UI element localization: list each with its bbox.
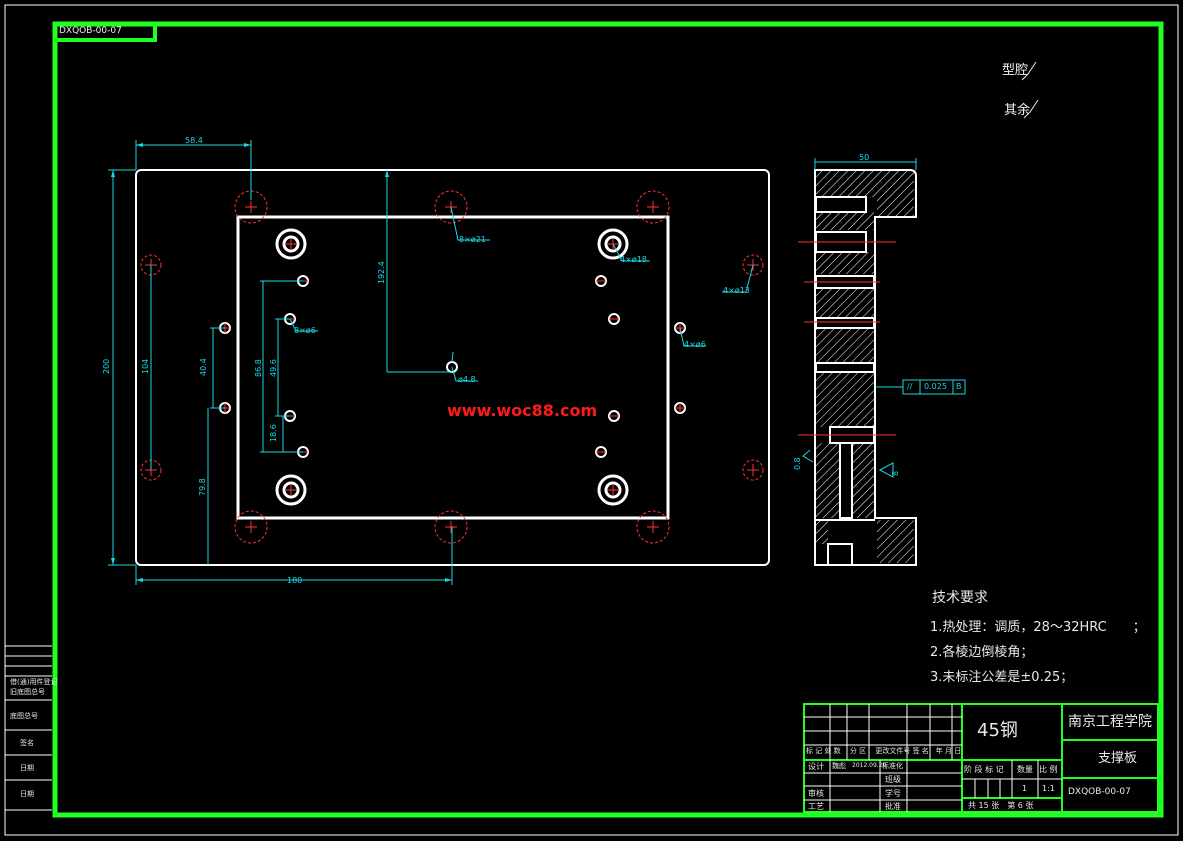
craft-label: 工艺	[808, 802, 824, 811]
side-details	[815, 196, 875, 566]
tolerance-datum: B	[956, 382, 962, 391]
scale-label: 比 例	[1039, 765, 1058, 774]
callout-8-holes-6: 8×ø6	[294, 326, 316, 335]
designer-name: 魏彪	[832, 762, 846, 770]
left-strip-r3: 底图总号	[10, 712, 38, 720]
dim-18-6: 18.6	[269, 424, 278, 442]
dim-104: 104	[141, 358, 150, 374]
watermark-text: www.woc88.com	[447, 401, 598, 420]
tolerance-value: 0.025	[924, 382, 947, 391]
title-drawing-number: DXQOB-00-07	[1068, 787, 1131, 797]
dimension-lines	[108, 140, 754, 585]
scale-value: 1:1	[1042, 784, 1055, 793]
school-label: 南京工程学院	[1068, 714, 1152, 730]
dim-0-8: 0.8	[793, 457, 802, 470]
callout-8-holes-21: 8×ø21	[459, 235, 486, 244]
drawing-number-label: DXQOB-00-07	[59, 26, 122, 36]
outer-border	[4, 4, 1179, 836]
dim-49-6: 49.6	[269, 359, 278, 377]
approve-label: 批准	[885, 802, 901, 811]
side-dimensions	[802, 158, 966, 478]
dim-86-8: 86.8	[254, 359, 263, 377]
sheet-count: 共 15 张 第 6 张	[968, 801, 1034, 810]
dim-58-4: 58.4	[185, 136, 203, 145]
quantity-label: 数量	[1017, 765, 1033, 774]
left-strip-r4: 签名	[20, 739, 34, 747]
tolerance-symbol: //	[907, 382, 913, 391]
hidden-holes	[140, 190, 764, 544]
material-label: 45钢	[977, 720, 1018, 741]
standardization-label: 标准化	[882, 762, 903, 770]
dim-192-4: 192.4	[377, 261, 386, 284]
design-label: 设计	[808, 762, 824, 771]
student-number-label: 学号	[885, 789, 901, 798]
counterbore-holes	[275, 228, 629, 506]
callout-4-holes-18: 4×ø18	[620, 255, 647, 264]
dim-50: 50	[859, 153, 870, 162]
dim-40-4: 40.4	[199, 358, 208, 376]
roughness-cavity-label: 型腔	[1002, 63, 1029, 78]
part-name-label: 支撑板	[1098, 751, 1138, 766]
tech-line-2: 2.各棱边倒棱角；	[930, 645, 1034, 660]
side-outline	[814, 169, 917, 566]
design-date: 2012.09.20	[852, 762, 887, 769]
revision-header-row: 标 记 处 数 分 区 更改文件号 签 名 年 月 日	[806, 747, 962, 755]
tech-line-3: 3.未标注公差是±0.25；	[930, 670, 1074, 685]
left-strip-r2: 旧底图总号	[10, 688, 45, 696]
side-hatching	[816, 171, 914, 563]
side-centerlines	[798, 241, 896, 436]
left-strip-r1: 借(通)用件登记	[10, 678, 58, 686]
dim-8: 8	[891, 470, 900, 476]
dim-79-8: 79.8	[198, 478, 207, 496]
callout-4-holes-13: 4×ø13	[723, 286, 750, 295]
callout-hole-4-8: ø4.8	[458, 375, 476, 384]
class-label: 班级	[885, 775, 901, 784]
left-strip-table	[5, 645, 52, 811]
tech-line-1: 1.热处理：调质，28～32HRC ；	[930, 620, 1146, 635]
review-label: 审核	[808, 789, 824, 798]
title-block	[803, 703, 1159, 813]
front-view	[108, 140, 770, 585]
left-strip-r6: 日期	[20, 790, 34, 798]
arrowheads	[111, 143, 452, 582]
dim-180: 180	[287, 576, 303, 585]
drawing-frame	[52, 21, 1164, 818]
dim-200: 200	[102, 358, 111, 374]
callout-4-holes-6: 4×ø6	[684, 340, 706, 349]
side-view	[798, 158, 966, 566]
tech-title: 技术要求	[932, 590, 988, 606]
pocket-outline	[236, 215, 670, 520]
quantity-value: 1	[1022, 784, 1028, 793]
small-holes	[219, 275, 686, 458]
roughness-other-label: 其余	[1004, 103, 1031, 118]
left-strip-r5: 日期	[20, 764, 34, 772]
stage-label: 阶 段 标 记	[964, 765, 1004, 774]
roughness-marks	[1021, 61, 1039, 119]
drawing-number-box	[53, 22, 157, 42]
